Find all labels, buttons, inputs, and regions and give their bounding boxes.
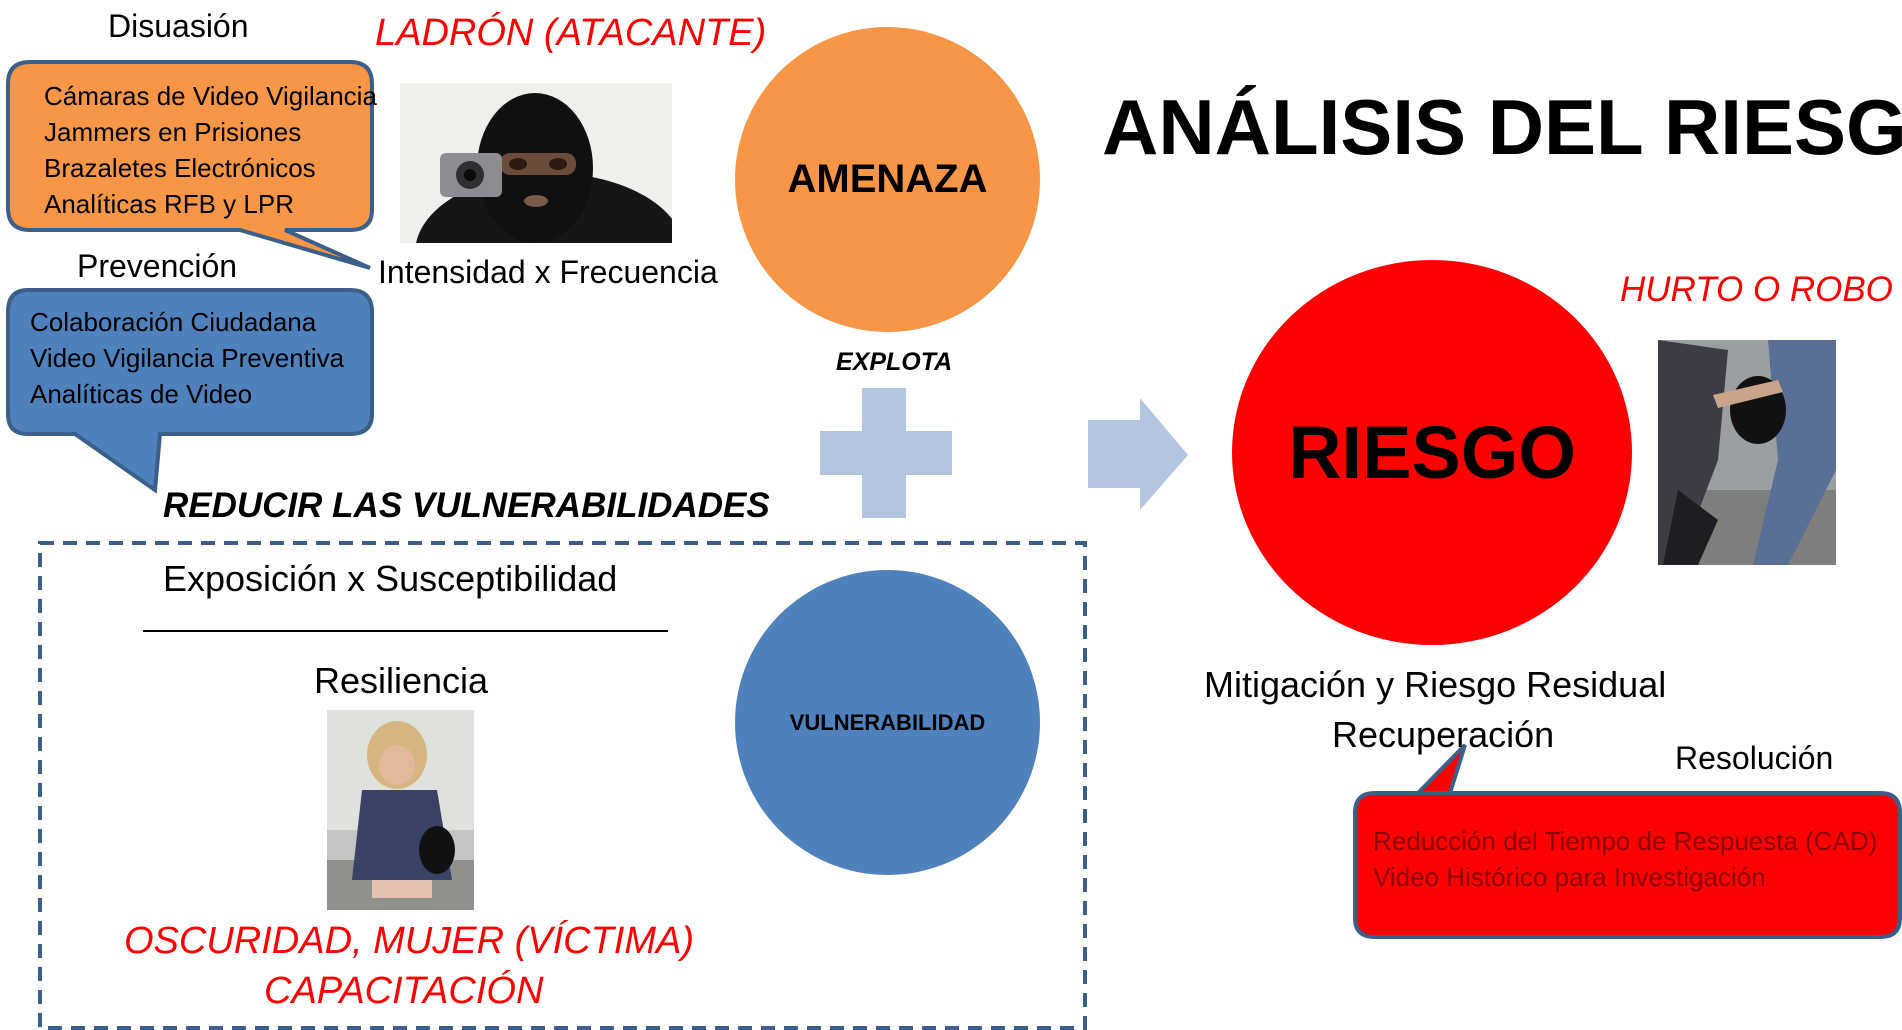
- resolution-heading: Resolución: [1675, 740, 1834, 776]
- masked-thief-icon: [400, 83, 672, 243]
- vulnerability-dashed-box: [38, 541, 1087, 1030]
- mitigation-label: Mitigación y Riesgo Residual: [1204, 664, 1667, 705]
- risk-label: RIESGO: [1288, 411, 1576, 494]
- resolution-item: Video Histórico para Investigación: [1373, 862, 1766, 892]
- deterrence-heading: Disuasión: [108, 8, 249, 44]
- deterrence-list: Cámaras de Video Vigilancia Jammers en P…: [44, 78, 377, 222]
- attacker-label: LADRÓN (ATACANTE): [375, 12, 767, 54]
- risk-circle: RIESGO: [1232, 260, 1632, 645]
- deterrence-item: Analíticas RFB y LPR: [44, 189, 294, 219]
- threat-circle: AMENAZA: [735, 27, 1040, 332]
- prevention-bubble: [6, 288, 374, 494]
- page-title: ANÁLISIS DEL RIESGO: [1102, 83, 1902, 171]
- victim-label-2: CAPACITACIÓN: [264, 970, 544, 1012]
- threat-label: AMENAZA: [787, 157, 988, 201]
- vulnerability-numerator: Exposición x Susceptibilidad: [163, 558, 618, 599]
- event-label: HURTO O ROBO: [1620, 270, 1893, 309]
- victim-label-1: OSCURIDAD, MUJER (VÍCTIMA): [124, 920, 694, 962]
- prevention-heading: Prevención: [77, 248, 238, 284]
- prevention-item: Video Vigilancia Preventiva: [30, 343, 345, 373]
- vulnerability-denominator: Resiliencia: [314, 660, 489, 701]
- prevention-item: Analíticas de Video: [30, 379, 253, 409]
- deterrence-bubble: [6, 60, 374, 270]
- bag-snatching-icon: [1658, 340, 1836, 565]
- deterrence-item: Jammers en Prisiones: [44, 117, 302, 147]
- exploits-label: EXPLOTA: [836, 348, 953, 376]
- plus-icon: [820, 388, 952, 518]
- resolution-list: Reducción del Tiempo de Respuesta (CAD) …: [1373, 823, 1877, 895]
- deterrence-item: Brazaletes Electrónicos: [44, 153, 316, 183]
- recovery-label: Recuperación: [1332, 714, 1555, 755]
- distressed-woman-icon: [327, 710, 474, 910]
- reduce-vulnerabilities-heading: REDUCIR LAS VULNERABILIDADES: [163, 486, 770, 525]
- prevention-list: Colaboración Ciudadana Video Vigilancia …: [30, 304, 344, 412]
- attacker-formula: Intensidad x Frecuencia: [378, 254, 718, 290]
- right-arrow-icon: [1088, 398, 1188, 510]
- resolution-item: Reducción del Tiempo de Respuesta (CAD): [1373, 826, 1878, 856]
- vulnerability-circle: VULNERABILIDAD: [735, 570, 1040, 875]
- vulnerability-label: VULNERABILIDAD: [789, 709, 986, 735]
- resolution-bubble: [1353, 743, 1902, 939]
- prevention-item: Colaboración Ciudadana: [30, 307, 317, 337]
- deterrence-item: Cámaras de Video Vigilancia: [44, 81, 377, 111]
